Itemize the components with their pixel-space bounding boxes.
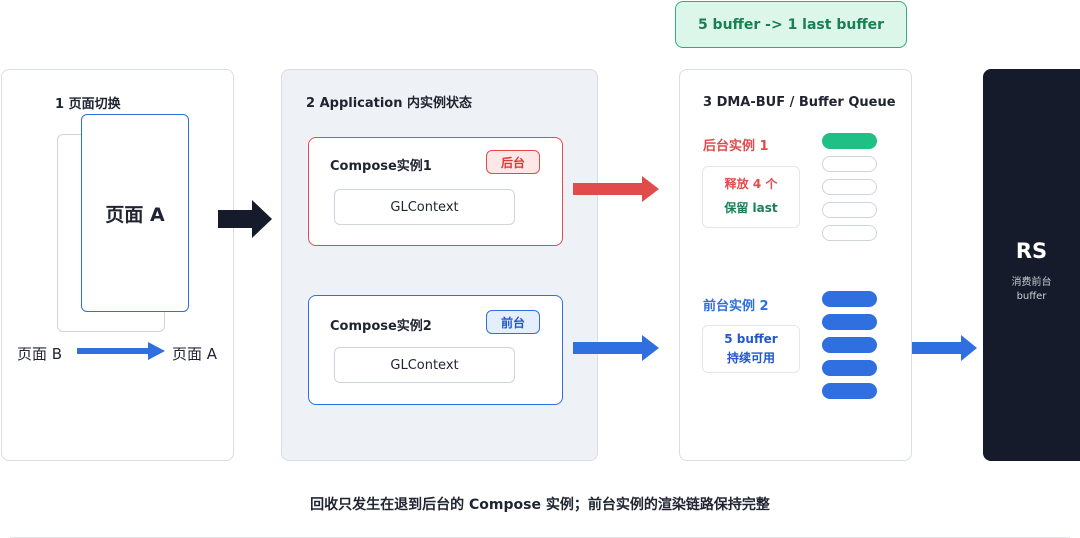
foreground-page-card: 页面 A bbox=[81, 114, 189, 312]
page-a-label: 页面 A bbox=[105, 203, 165, 226]
rs-subtitle: 消费前台 buffer bbox=[983, 276, 1080, 304]
buffer-slot bbox=[822, 133, 877, 149]
background-release-note: 释放 4 个 保留 last bbox=[702, 166, 800, 228]
rs-sub-line-1: 消费前台 bbox=[1011, 277, 1052, 288]
page-switch-title: 1 页面切换 bbox=[55, 97, 121, 112]
background-badge: 后台 bbox=[486, 150, 540, 174]
rs-title: RS bbox=[1015, 239, 1048, 263]
buffer-slot bbox=[822, 156, 877, 172]
blue-right-arrow bbox=[573, 335, 659, 361]
release-count-text: 释放 4 个 bbox=[724, 177, 778, 191]
switch-to-label: 页面 A bbox=[172, 345, 218, 363]
foreground-instance-label: 前台实例 2 bbox=[703, 299, 769, 314]
switch-arrow bbox=[77, 342, 165, 360]
keep-last-text: 保留 last bbox=[724, 201, 778, 215]
buffer-slot bbox=[822, 202, 877, 218]
rs-sub-line-2: buffer bbox=[1016, 291, 1047, 302]
glcontext-2: GLContext bbox=[334, 347, 515, 383]
foreground-buffer-note: 5 buffer 持续可用 bbox=[702, 325, 800, 373]
foreground-badge: 前台 bbox=[486, 310, 540, 334]
buffer-slot bbox=[822, 314, 877, 330]
available-text: 持续可用 bbox=[726, 351, 775, 365]
app-instance-title: 2 Application 内实例状态 bbox=[306, 96, 473, 111]
red-right-arrow bbox=[573, 176, 659, 202]
glcontext-1: GLContext bbox=[334, 189, 515, 225]
blue-to-rs-arrow bbox=[912, 335, 977, 361]
switch-from-label: 页面 B bbox=[17, 345, 63, 363]
dark-right-arrow bbox=[218, 200, 272, 238]
compose-instance-2-title: Compose实例2 bbox=[330, 319, 432, 334]
buffer-slot bbox=[822, 383, 877, 399]
background-instance-label: 后台实例 1 bbox=[703, 139, 769, 154]
buffer-slot bbox=[822, 291, 877, 307]
buffer-queue-title: 3 DMA-BUF / Buffer Queue bbox=[703, 95, 896, 110]
buffer-slot bbox=[822, 337, 877, 353]
buffer-reduction-note: 5 buffer -> 1 last buffer bbox=[675, 1, 907, 48]
buffer-slot bbox=[822, 360, 877, 376]
buffer-slot bbox=[822, 225, 877, 241]
buffer-slot bbox=[822, 179, 877, 195]
compose-instance-1-title: Compose实例1 bbox=[330, 159, 432, 174]
render-service-block: RS 消费前台 buffer bbox=[983, 69, 1080, 461]
footer-summary: 回收只发生在退到后台的 Compose 实例；前台实例的渲染链路保持完整 bbox=[310, 497, 770, 513]
buffer-count-text: 5 buffer bbox=[724, 332, 778, 346]
